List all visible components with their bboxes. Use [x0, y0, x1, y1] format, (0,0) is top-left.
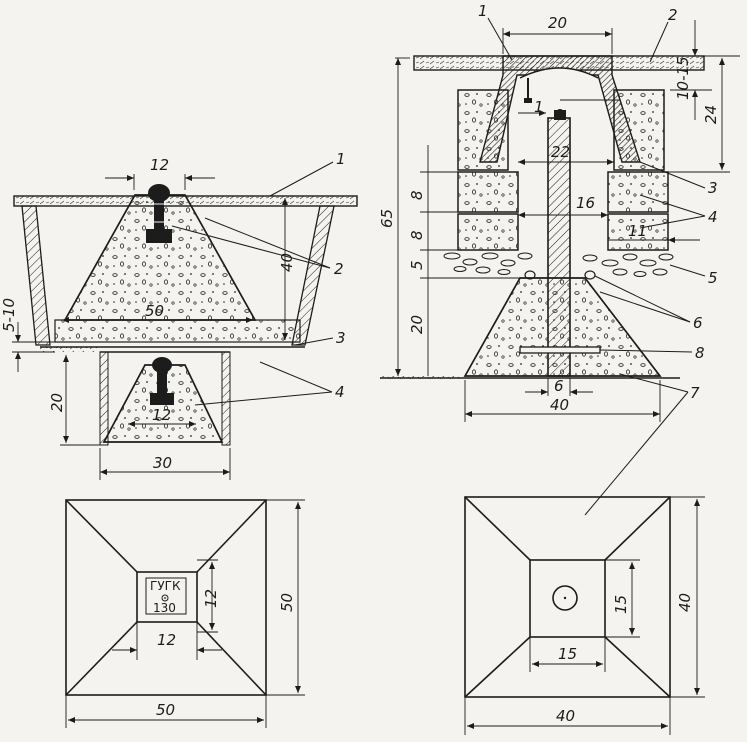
right-dim-ring1: 8 [408, 190, 426, 200]
right-dim-total: 65 [378, 209, 396, 228]
left-lower-mark [150, 357, 174, 405]
right-plan-outer-h: 40 [676, 593, 694, 612]
right-callout-6: 6 [693, 314, 703, 332]
right-ring-low-left [457, 213, 519, 251]
right-callout-5: 5 [708, 269, 718, 287]
right-dim-gap-small: 1 [534, 98, 544, 116]
right-anchor-bar [519, 346, 601, 354]
left-callout-4: 4 [335, 383, 345, 401]
right-plan-pipe-circle [552, 585, 578, 611]
left-dim-depth: 40 [278, 253, 296, 272]
right-plan-outer [464, 496, 671, 698]
left-plan-label-line2: 130 [153, 601, 176, 615]
left-plan-outer-h: 50 [278, 593, 296, 612]
right-ring-low-right [607, 213, 669, 251]
left-lower-wall-right [221, 351, 231, 446]
right-section: 20 10-15 24 65 1 22 8 8 5 20 16 [378, 2, 740, 516]
left-plan-inner-h: 12 [202, 589, 220, 608]
right-dim-ring-width: 16 [576, 194, 595, 212]
left-dim-mid-width: 50 [145, 302, 164, 320]
left-plan-inner-w: 12 [157, 631, 176, 649]
left-gravel-layer [54, 319, 301, 343]
left-lower-wall-left [99, 351, 109, 446]
right-dim-pipe: 6 [554, 377, 564, 395]
right-plan-inner-h: 15 [612, 595, 630, 614]
right-dim-ring2: 8 [408, 230, 426, 240]
left-callout-3: 3 [336, 329, 346, 347]
right-callout-7: 7 [690, 384, 700, 402]
left-callout-2: 2 [334, 260, 344, 278]
left-plan-inner [136, 571, 198, 623]
left-plan-view: ГУГК 130 12 12 50 50 [65, 499, 305, 728]
left-pit-wall-right [291, 205, 335, 346]
left-section: 12 40 50 5-10 20 12 30 1 2 3 [0, 150, 358, 480]
left-dim-gap: 5-10 [0, 298, 18, 332]
right-dim-pipe-cap: 22 [551, 143, 570, 161]
left-dim-lower-depth: 20 [48, 393, 66, 412]
left-plan-label-plate [145, 577, 187, 615]
left-plan-outer-w: 50 [156, 701, 175, 719]
right-pipe-mark [554, 109, 566, 120]
right-plan-outer-w: 40 [556, 707, 575, 725]
right-gravel-layer [443, 252, 674, 277]
left-pit-wall-left [21, 205, 51, 346]
left-plan-label-line1: ГУГК [150, 579, 181, 593]
right-callout-1: 1 [478, 2, 488, 20]
left-dim-lower-inner: 12 [152, 406, 171, 424]
right-plan-inner [529, 559, 606, 638]
left-dim-top-width: 12 [150, 156, 169, 174]
right-dim-cover: 10-15 [674, 56, 692, 100]
left-callout-1: 1 [336, 150, 346, 168]
left-upper-mark [146, 184, 172, 243]
right-ring-upper-right [613, 89, 665, 171]
right-dim-gravel: 5 [408, 260, 426, 270]
right-callout-4: 4 [708, 208, 718, 226]
right-ring-mid-right [607, 171, 669, 213]
right-callout-2: 2 [668, 6, 678, 24]
right-ring-upper-left [457, 89, 509, 171]
right-callout-8: 8 [695, 344, 705, 362]
right-plan-view: 15 15 40 40 [464, 496, 705, 735]
left-plan-outer [65, 499, 267, 696]
left-dim-lower-width: 30 [153, 454, 172, 472]
right-dim-base-width: 40 [550, 396, 569, 414]
right-dim-top-width: 20 [548, 14, 567, 32]
right-callout-3: 3 [708, 179, 718, 197]
right-ring-mid-left [457, 171, 519, 213]
right-dim-base: 20 [408, 315, 426, 334]
right-dim-ring-thick: 11 [628, 222, 647, 240]
right-dim-upper: 24 [702, 105, 720, 124]
right-plan-inner-w: 15 [558, 645, 577, 663]
